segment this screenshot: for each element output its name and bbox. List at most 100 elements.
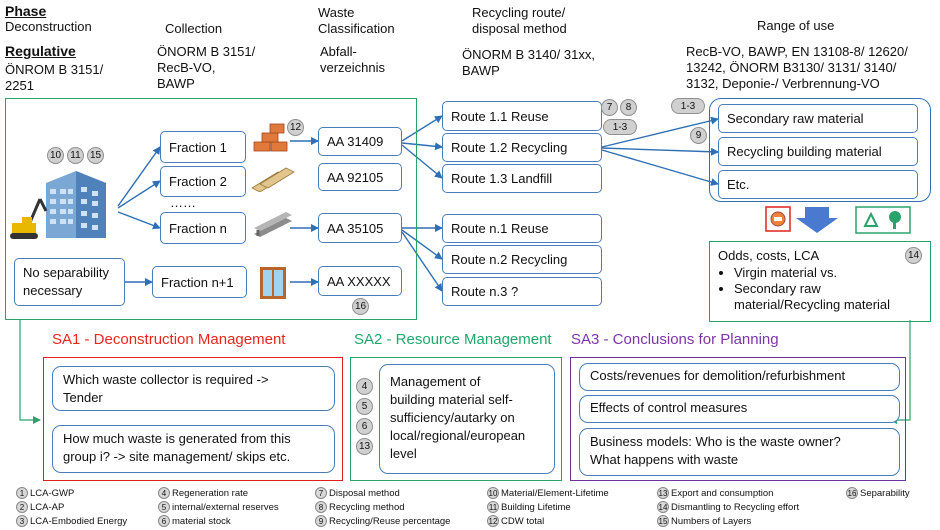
reg-waste-classification: Abfall- verzeichnis (320, 44, 386, 75)
legend-number-badge: 9 (315, 515, 327, 527)
fraction-2-box: Fraction 2 (160, 166, 246, 197)
code-aa-92105: AA 92105 (318, 163, 402, 191)
legend-label: LCA-Embodied Energy (30, 515, 128, 527)
column-recycling-route: Recycling route/ disposal method (472, 5, 567, 36)
fraction-n1-box: Fraction n+1 (152, 266, 247, 298)
legend-number-badge: 5 (158, 501, 170, 513)
sa2-item-management: Management of building material self- su… (379, 364, 555, 474)
legend-number-badge: 1 (16, 487, 28, 499)
legend-number-badge: 16 (846, 487, 858, 499)
badge-16: 16 (352, 298, 369, 315)
reg-deconstruction: ÖNROM B 3151/ 2251 (5, 62, 104, 93)
building-demolition-icon (10, 171, 106, 239)
legend-number-badge: 7 (315, 487, 327, 499)
window-icon (260, 267, 286, 299)
badge-10: 10 (47, 147, 64, 164)
legend-number-badge: 3 (16, 515, 28, 527)
column-range-of-use: Range of use (757, 18, 835, 33)
legend-number-badge: 13 (657, 487, 669, 499)
sa1-item-collector: Which waste collector is required -> Ten… (52, 366, 335, 411)
sa3-frame (570, 357, 906, 481)
legend-number-badge: 2 (16, 501, 28, 513)
code-aa-31409: AA 31409 (318, 127, 402, 156)
legend-number-badge: 6 (158, 515, 170, 527)
sa1-item-waste-amount: How much waste is generated from this gr… (52, 425, 335, 473)
odds-box: Odds, costs, LCA Virgin material vs. Sec… (709, 241, 931, 322)
sa3-item-costs: Costs/revenues for demolition/refurbishm… (579, 363, 900, 391)
regulative-label: Regulative (5, 43, 76, 59)
route-n-2-box: Route n.2 Recycling (442, 245, 602, 274)
timber-icon (251, 167, 295, 192)
sa1-frame (43, 357, 343, 481)
reg-range-of-use: RecB-VO, BAWP, EN 13108-8/ 12620/ 13242,… (686, 44, 908, 91)
legend-label: Building Lifetime (501, 501, 571, 513)
badge-5: 5 (356, 398, 373, 415)
column-waste-classification: Waste Classification (318, 5, 395, 36)
route-1-3-box: Route 1.3 Landfill (442, 164, 602, 193)
badge-13: 13 (356, 438, 373, 455)
badge-14: 14 (905, 247, 922, 264)
legend-label: Disposal method (329, 487, 400, 499)
legend-label: CDW total (501, 515, 545, 527)
sa2-title: SA2 - Resource Management (354, 331, 552, 348)
badge-1-3-uses: 1-3 (671, 98, 705, 114)
fraction-n-box: Fraction n (160, 212, 246, 244)
legend-label: Recycling/Reuse percentage (329, 515, 451, 527)
legend-label: LCA-AP (30, 501, 65, 513)
code-aa-xxxxx: AA XXXXX (318, 266, 402, 296)
legend-number-badge: 10 (487, 487, 499, 499)
legend-number-badge: 15 (657, 515, 669, 527)
sa1-title: SA1 - Deconstruction Management (52, 331, 286, 348)
use-secondary-raw-box: Secondary raw material (718, 104, 918, 133)
legend-number-badge: 8 (315, 501, 327, 513)
legend-label: Numbers of Layers (671, 515, 752, 527)
use-etc-box: Etc. (718, 170, 918, 199)
phase-label: Phase (5, 3, 47, 19)
legend-label: Export and consumption (671, 487, 774, 499)
deconstruction-frame (5, 98, 417, 320)
badge-6: 6 (356, 418, 373, 435)
sa2-frame (350, 357, 562, 481)
column-deconstruction: Deconstruction (5, 19, 92, 34)
legend-number-badge: 11 (487, 501, 499, 513)
badge-8: 8 (620, 99, 637, 116)
route-n-1-box: Route n.1 Reuse (442, 214, 602, 243)
money-icon (765, 206, 791, 232)
fraction-ellipsis: …… (170, 195, 196, 210)
badge-12: 12 (287, 119, 304, 136)
legend-number-badge: 4 (158, 487, 170, 499)
code-aa-35105: AA 35105 (318, 213, 402, 243)
route-1-1-box: Route 1.1 Reuse (442, 101, 602, 131)
legend-label: Material/Element-Lifetime (501, 487, 609, 499)
legend-label: Separability (860, 487, 910, 499)
badge-7: 7 (601, 99, 618, 116)
reg-recycling-route: ÖNORM B 3140/ 31xx, BAWP (462, 47, 595, 78)
badge-4: 4 (356, 378, 373, 395)
bricks-icon (253, 123, 288, 152)
legend-label: internal/external reserves (172, 501, 279, 513)
odds-item-secondary: Secondary raw material/Recycling materia… (734, 281, 940, 313)
fraction-1-box: Fraction 1 (160, 131, 246, 163)
legend-number-badge: 12 (487, 515, 499, 527)
odds-item-virgin: Virgin material vs. (734, 265, 940, 281)
legend-number-badge: 14 (657, 501, 669, 513)
legend-label: material stock (172, 515, 231, 527)
badge-15: 15 (87, 147, 104, 164)
use-recycling-building-box: Recycling building material (718, 137, 918, 166)
column-collection: Collection (165, 21, 223, 36)
sa3-item-control: Effects of control measures (579, 395, 900, 423)
